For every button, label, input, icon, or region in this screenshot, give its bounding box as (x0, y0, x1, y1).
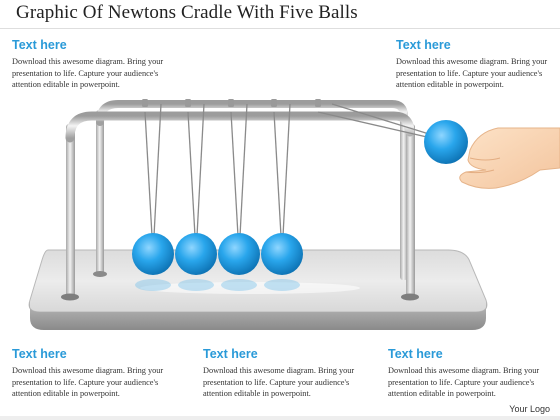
text-block-bottom-center: Text here Download this awesome diagram.… (203, 347, 373, 400)
page-title: Graphic Of Newtons Cradle With Five Ball… (16, 2, 358, 23)
text-body: Download this awesome diagram. Bring you… (203, 366, 355, 398)
footer-bar (0, 416, 560, 420)
string-clips (142, 99, 321, 107)
text-heading: Text here (396, 38, 451, 52)
text-body: Download this awesome diagram. Bring you… (396, 57, 548, 89)
title-divider (0, 28, 560, 29)
cradle-ball (175, 233, 217, 275)
text-body: Download this awesome diagram. Bring you… (12, 366, 164, 398)
text-block-bottom-right: Text here Download this awesome diagram.… (388, 347, 558, 400)
text-heading: Text here (12, 347, 67, 361)
raised-ball-with-hand (424, 120, 560, 189)
hand-icon (459, 127, 560, 189)
text-block-top-right: Text here Download this awesome diagram.… (396, 38, 560, 91)
text-heading: Text here (12, 38, 67, 52)
text-body: Download this awesome diagram. Bring you… (12, 57, 164, 89)
cradle-ball (218, 233, 260, 275)
text-body: Download this awesome diagram. Bring you… (388, 366, 540, 398)
cradle-ball (261, 233, 303, 275)
logo-placeholder: Your Logo (509, 404, 550, 414)
text-heading: Text here (388, 347, 443, 361)
text-heading: Text here (203, 347, 258, 361)
text-block-top-left: Text here Download this awesome diagram.… (12, 38, 182, 91)
front-frame (61, 111, 419, 301)
cradle-ball-raised (424, 120, 468, 164)
cradle-ball (132, 233, 174, 275)
hanging-balls (132, 233, 303, 275)
cradle-strings (144, 103, 443, 237)
text-block-bottom-left: Text here Download this awesome diagram.… (12, 347, 182, 400)
ball-reflections (135, 279, 300, 291)
